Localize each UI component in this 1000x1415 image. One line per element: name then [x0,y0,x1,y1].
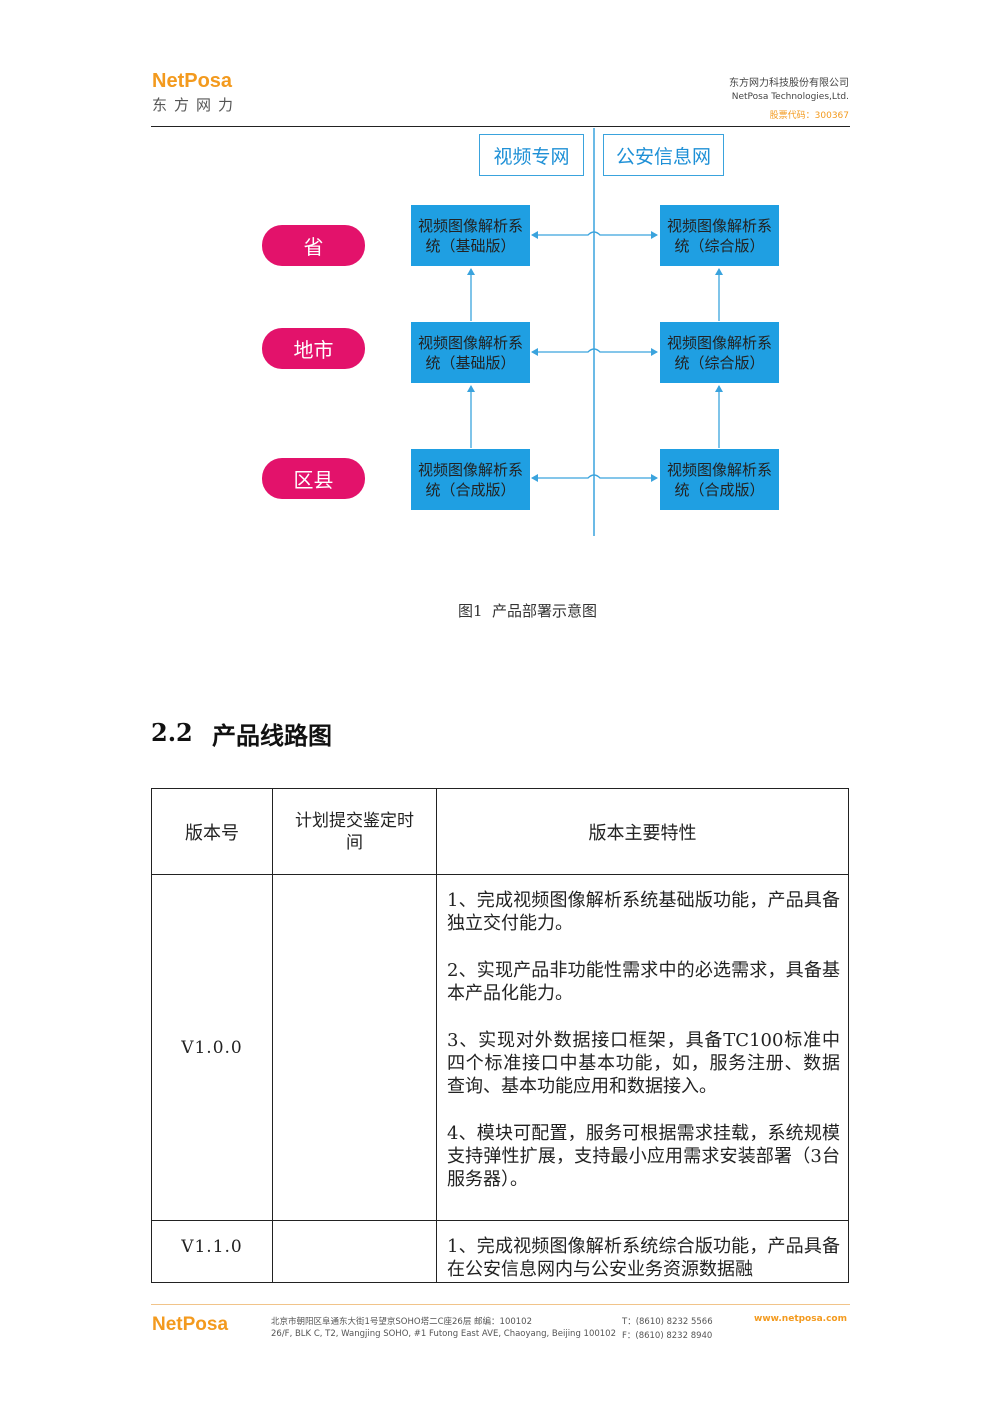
feature-item: 1、完成视频图像解析系统综合版功能，产品具备在公安信息网内与公安业务资源数据融 [447,1236,840,1280]
box-line: 视频图像解析系 [666,216,772,235]
level-province: 省 [262,225,365,266]
link-arrow-city [531,348,658,356]
features-cell: 1、完成视频图像解析系统综合版功能，产品具备在公安信息网内与公安业务资源数据融 [436,1220,849,1283]
box-line: 统（综合版） [674,353,765,372]
date-cell [272,874,437,1221]
diagram-connectors [467,128,723,536]
box-line: 视频图像解析系 [666,460,772,479]
section-title: 产品线路图 [212,721,332,750]
company-name-en: NetPosa Technologies,Ltd. [731,92,849,102]
footer-address-en: 26/F, BLK C, T2, Wangjing SOHO, #1 Futon… [271,1329,616,1339]
network-label-police: 公安信息网 [603,134,724,176]
level-city: 地市 [262,328,365,369]
network-label-video: 视频专网 [479,134,584,176]
footer-address-cn: 北京市朝阳区阜通东大街1号望京SOHO塔二C座26层 邮编：100102 [271,1317,532,1327]
feature-item: 4、模块可配置，服务可根据需求挂载，系统规模支持弹性扩展，支持最小应用需求安装部… [447,1123,840,1190]
system-box-left-province: 视频图像解析系统（基础版） [411,205,530,266]
footer-rule [151,1304,850,1305]
system-box-right-province: 视频图像解析系统（综合版） [660,205,779,266]
version-cell: V1.1.0 [151,1220,273,1283]
header-date-line2: 间 [346,832,363,853]
table-row: V1.1.0 1、完成视频图像解析系统综合版功能，产品具备在公安信息网内与公安业… [151,1220,849,1283]
section-number: 2.2 [151,718,193,747]
box-line: 视频图像解析系 [417,333,523,352]
link-arrow-province [531,231,658,239]
company-name-cn: 东方网力科技股份有限公司 [729,78,849,89]
system-box-left-city: 视频图像解析系统（基础版） [411,322,530,383]
header-logo: NetPosa [152,70,233,92]
box-line: 统（合成版） [425,480,516,499]
system-box-right-county: 视频图像解析系统（合成版） [660,449,779,510]
box-line: 视频图像解析系 [417,216,523,235]
box-line: 视频图像解析系 [417,460,523,479]
feature-item: 2、实现产品非功能性需求中的必选需求，具备基本产品化能力。 [447,960,840,1004]
figure-caption: 图1 产品部署示意图 [457,602,598,620]
box-line: 视频图像解析系 [666,333,772,352]
level-county: 区县 [262,458,365,499]
date-cell [272,1220,437,1283]
footer-tel: T：(8610) 8232 5566 [622,1317,713,1327]
header-features: 版本主要特性 [436,788,849,875]
box-line: 统（合成版） [674,480,765,499]
header-logo-cn: 东方网力 [152,96,241,114]
header-rule [151,126,850,127]
footer-logo: NetPosa [152,1314,229,1335]
header-date: 计划提交鉴定时 间 [272,788,437,875]
table-row: V1.0.0 1、完成视频图像解析系统基础版功能，产品具备独立交付能力。 2、实… [151,874,849,1221]
stock-code: 股票代码：300367 [769,111,849,121]
roadmap-table: 版本号 计划提交鉴定时 间 版本主要特性 V1.0.0 1、完成视频图像解析系统… [151,788,849,1283]
feature-item: 1、完成视频图像解析系统基础版功能，产品具备独立交付能力。 [447,890,840,934]
version-cell: V1.0.0 [151,874,273,1221]
footer-url[interactable]: www.netposa.com [754,1314,847,1324]
box-line: 统（基础版） [425,353,516,372]
table-header-row: 版本号 计划提交鉴定时 间 版本主要特性 [151,788,849,875]
link-arrow-county [531,474,658,482]
header-date-line1: 计划提交鉴定时 [295,810,414,831]
system-box-right-city: 视频图像解析系统（综合版） [660,322,779,383]
feature-item: 3、实现对外数据接口框架，具备TC100标准中四个标准接口中基本功能，如，服务注… [447,1030,840,1097]
system-box-left-county: 视频图像解析系统（合成版） [411,449,530,510]
footer-fax: F：(8610) 8232 8940 [622,1331,713,1341]
features-cell: 1、完成视频图像解析系统基础版功能，产品具备独立交付能力。 2、实现产品非功能性… [436,874,849,1221]
box-line: 统（综合版） [674,236,765,255]
header-version: 版本号 [151,788,273,875]
box-line: 统（基础版） [425,236,516,255]
